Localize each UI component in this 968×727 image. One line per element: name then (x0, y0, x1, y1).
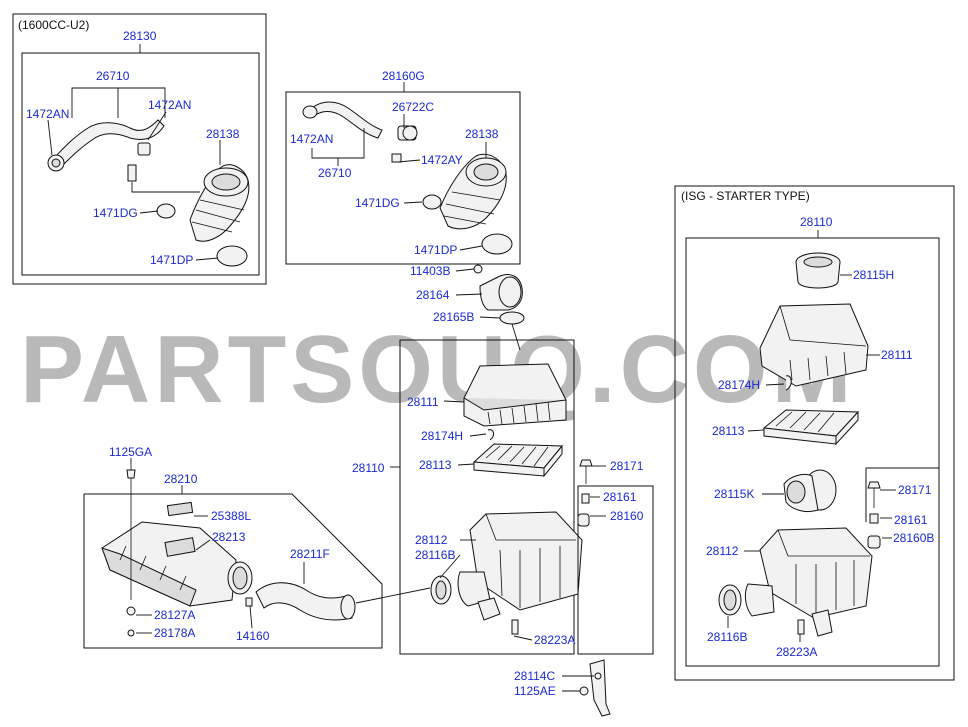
label-26710-a[interactable]: 26710 (96, 69, 130, 83)
label-28116B-a[interactable]: 28116B (415, 548, 455, 562)
air-cleaner-assembly-box (390, 339, 583, 655)
label-28113-a[interactable]: 28113 (419, 458, 452, 472)
isg-variant-box: (ISG - STARTER TYPE) (674, 185, 955, 681)
label-28127A[interactable]: 28127A (154, 608, 195, 622)
label-1471DP-a[interactable]: 1471DP (150, 253, 193, 267)
label-28174H-b[interactable]: 28174H (718, 378, 760, 392)
label-28223A-b[interactable]: 28223A (776, 645, 817, 659)
label-1472AY[interactable]: 1472AY (421, 153, 463, 167)
label-26722C[interactable]: 26722C (392, 100, 434, 114)
label-28160G[interactable]: 28160G (382, 69, 425, 83)
label-28116B-b[interactable]: 28116B (707, 630, 747, 644)
air-duct-assembly-box (285, 82, 521, 265)
label-1472AN-b[interactable]: 1472AN (148, 98, 191, 112)
label-1125GA[interactable]: 1125GA (109, 445, 152, 459)
label-14160[interactable]: 14160 (236, 629, 270, 643)
label-28164[interactable]: 28164 (416, 288, 450, 302)
label-28110-b[interactable]: 28110 (800, 215, 833, 229)
watermark: PARTSOUQ.COM (20, 316, 856, 423)
label-28160B[interactable]: 28160B (893, 531, 934, 545)
mounting-hardware (562, 459, 654, 717)
label-28210[interactable]: 28210 (164, 472, 198, 486)
label-1472AN-a[interactable]: 1472AN (26, 107, 69, 121)
label-26710-b[interactable]: 26710 (318, 166, 352, 180)
label-1471DG-a[interactable]: 1471DG (93, 206, 138, 220)
label-28178A[interactable]: 28178A (154, 626, 195, 640)
label-1125AE[interactable]: 1125AE (514, 684, 556, 698)
resonator-box (83, 458, 431, 649)
label-28165B[interactable]: 28165B (433, 310, 474, 324)
label-28161-a[interactable]: 28161 (603, 490, 637, 504)
label-28114C[interactable]: 28114C (514, 669, 555, 683)
label-28138-a[interactable]: 28138 (206, 127, 240, 141)
label-28111-a[interactable]: 28111 (407, 395, 439, 409)
label-28112-b[interactable]: 28112 (706, 544, 739, 558)
label-28130[interactable]: 28130 (123, 29, 157, 43)
label-1471DP-b[interactable]: 1471DP (414, 243, 457, 257)
label-28111-b[interactable]: 28111 (881, 348, 913, 362)
part-labels: 28130 26710 1472AN 1472AN 28138 1471DG 1… (26, 29, 934, 698)
label-1472AN-c[interactable]: 1472AN (290, 132, 333, 146)
label-28138-b[interactable]: 28138 (465, 127, 499, 141)
label-11403B[interactable]: 11403B (410, 264, 450, 278)
label-28112-a[interactable]: 28112 (415, 533, 448, 547)
label-28171-a[interactable]: 28171 (610, 459, 644, 473)
label-28110-a[interactable]: 28110 (352, 461, 385, 475)
label-28113-b[interactable]: 28113 (712, 424, 745, 438)
engine-variant-box: (1600CC-U2) (12, 13, 267, 285)
label-25388L[interactable]: 25388L (211, 509, 251, 523)
label-28115K[interactable]: 28115K (714, 487, 754, 501)
label-28223A-a[interactable]: 28223A (534, 633, 575, 647)
label-28174H-a[interactable]: 28174H (421, 429, 463, 443)
label-1471DG-b[interactable]: 1471DG (355, 196, 400, 210)
label-28213[interactable]: 28213 (212, 530, 246, 544)
label-28171-b[interactable]: 28171 (898, 483, 932, 497)
isg-variant-title: (ISG - STARTER TYPE) (681, 189, 810, 203)
label-28211F[interactable]: 28211F (290, 547, 330, 561)
engine-variant-title: (1600CC-U2) (18, 18, 89, 32)
label-28115H[interactable]: 28115H (853, 268, 894, 282)
label-28161-b[interactable]: 28161 (894, 513, 928, 527)
air-flow-sensor (455, 264, 525, 351)
label-28160-a[interactable]: 28160 (610, 509, 644, 523)
